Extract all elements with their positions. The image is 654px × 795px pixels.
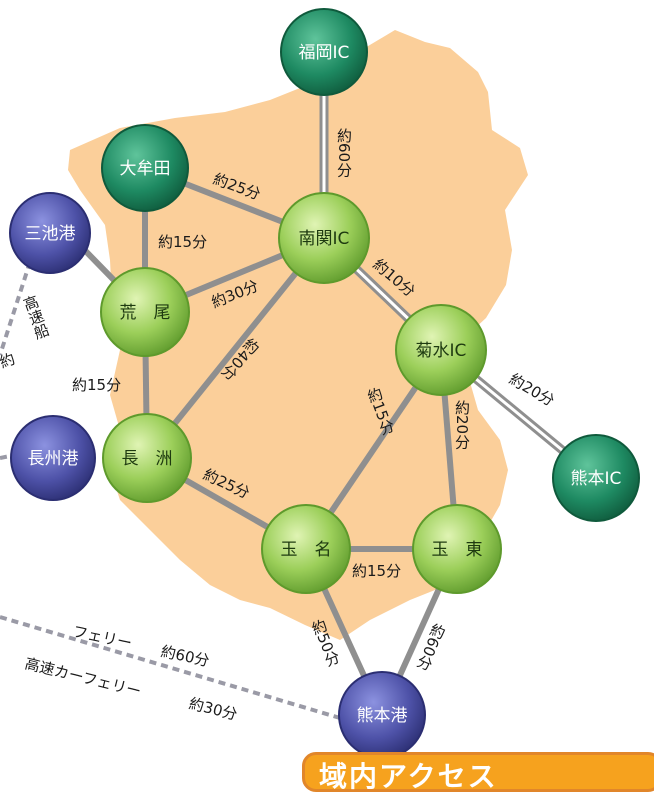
svg-text:熊本港: 熊本港: [357, 706, 408, 726]
node-omuta: 大牟田: [101, 124, 189, 212]
access-map: 約60分 約25分 約15分 約30分 約10分 約40分 約15分 約20分 …: [0, 8, 640, 759]
label-kikusui-gyokuto: 約20分: [453, 400, 471, 450]
svg-text:三池港: 三池港: [25, 224, 76, 244]
node-tamana: 玉 名: [261, 504, 351, 594]
label-ferry: フェリー: [71, 622, 133, 652]
label-omuta-arao: 約15分: [158, 233, 207, 251]
label-highspeed-boat-time: 約: [0, 350, 17, 372]
svg-text:大牟田: 大牟田: [120, 159, 171, 179]
svg-text:南関IC: 南関IC: [299, 229, 350, 249]
label-highspeed-ferry-time: 約30分: [187, 694, 239, 723]
node-nankan-ic: 南関IC: [278, 192, 370, 284]
svg-text:熊本IC: 熊本IC: [571, 469, 622, 489]
node-nagasu: 長 洲: [102, 413, 192, 503]
svg-text:玉 名: 玉 名: [281, 540, 332, 560]
node-miike-port: 三池港: [9, 192, 91, 274]
label-kikusui-kumamotoic: 約20分: [506, 370, 558, 410]
svg-text:長州港: 長州港: [28, 449, 79, 469]
svg-text:福岡IC: 福岡IC: [299, 43, 350, 63]
sea-route-miike: [0, 261, 32, 356]
banner-text: 域内アクセス: [319, 760, 498, 793]
node-kumamoto-ic: 熊本IC: [552, 434, 640, 522]
section-banner: 域内アクセス: [302, 752, 654, 793]
node-kumamoto-port: 熊本港: [338, 671, 426, 759]
node-arao: 荒 尾: [100, 267, 190, 357]
label-arao-nagasu: 約15分: [72, 376, 121, 394]
label-tamana-gyokuto: 約15分: [352, 562, 401, 580]
label-highspeed-boat: 高速船: [20, 293, 53, 343]
svg-text:玉 東: 玉 東: [432, 540, 483, 560]
svg-text:荒 尾: 荒 尾: [120, 303, 171, 323]
label-fukuoka-nankan: 約60分: [335, 128, 353, 178]
svg-text:長 洲: 長 洲: [122, 449, 173, 469]
node-kikusui-ic: 菊水IC: [395, 304, 487, 396]
node-fukuoka-ic: 福岡IC: [280, 8, 368, 96]
node-gyokuto: 玉 東: [412, 504, 502, 594]
node-nagasu-port: 長州港: [10, 415, 96, 501]
label-highspeed-ferry: 高速カーフェリー: [23, 654, 143, 700]
svg-text:菊水IC: 菊水IC: [416, 341, 467, 361]
